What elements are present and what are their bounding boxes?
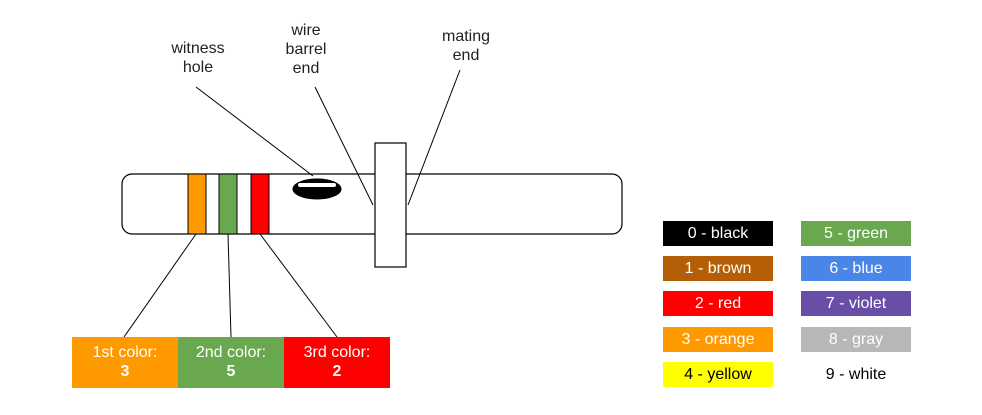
label-wire-barrel-end-line3: end [292,60,320,77]
legend-item-red: 2 - red [663,291,773,316]
leader-wire-barrel-end [314,86,374,206]
band-3-red [250,173,270,235]
legend-item-white: 9 - white [801,362,911,387]
legend-item-black: 0 - black [663,221,773,246]
witness-hole [292,178,342,200]
legend-item-brown: 1 - brown [663,256,773,281]
legend-item-green: 5 - green [801,221,911,246]
label-witness-hole-line2: hole [182,59,214,76]
leader-witness-hole [195,86,314,177]
legend-item-orange: 3 - orange [663,327,773,352]
band-2-green [218,173,238,235]
color-box-3: 3rd color: 2 [284,337,390,388]
legend-item-gray: 8 - gray [801,327,911,352]
band-1-orange [187,173,207,235]
label-wire-barrel-end-line1: wire [291,22,321,39]
color-box-1: 1st color: 3 [72,337,178,388]
color-box-3-label: 3rd color: [303,344,371,361]
leader-band-2 [227,233,232,338]
color-box-1-label: 1st color: [92,344,158,361]
legend-item-blue: 6 - blue [801,256,911,281]
color-box-2-label: 2nd color: [195,344,267,361]
legend-item-violet: 7 - violet [801,291,911,316]
color-box-2: 2nd color: 5 [178,337,284,388]
leader-mating-end [407,69,461,206]
pin-collar [374,142,407,268]
leader-band-3 [259,233,338,338]
label-wire-barrel-end-line2: barrel [285,41,327,58]
label-mating-end-line1: mating [441,28,491,45]
color-box-3-value: 2 [332,363,342,380]
leader-band-1 [123,233,197,338]
witness-hole-highlight [298,183,336,187]
label-mating-end-line2: end [452,47,480,64]
label-wire-barrel-end: wire barrel end [276,21,336,78]
label-mating-end: mating end [431,27,501,65]
legend-item-yellow: 4 - yellow [663,362,773,387]
color-box-2-value: 5 [226,363,236,380]
color-box-1-value: 3 [120,363,130,380]
label-witness-hole: witness hole [158,39,238,77]
label-witness-hole-line1: witness [171,40,225,57]
